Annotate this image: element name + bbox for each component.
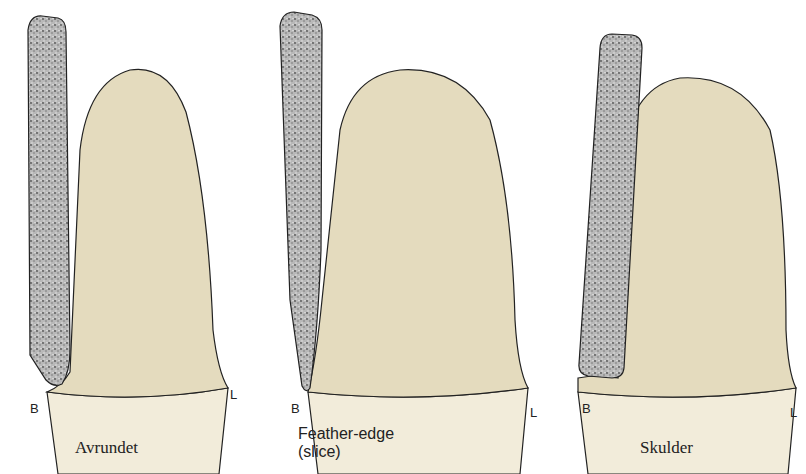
lingual-label: L [530,406,537,421]
buccal-label: B [291,402,300,417]
tooth-feather-edge [280,12,528,474]
lingual-label: L [230,388,237,403]
caption: Avrundet [75,438,138,458]
tooth-shoulder [578,34,796,474]
buccal-label: B [30,402,39,417]
buccal-label: B [582,402,591,417]
lingual-label: L [790,406,797,421]
tooth-rounded [28,16,228,474]
caption: Feather-edge (slice) [298,425,410,462]
caption: Skulder [640,438,693,458]
